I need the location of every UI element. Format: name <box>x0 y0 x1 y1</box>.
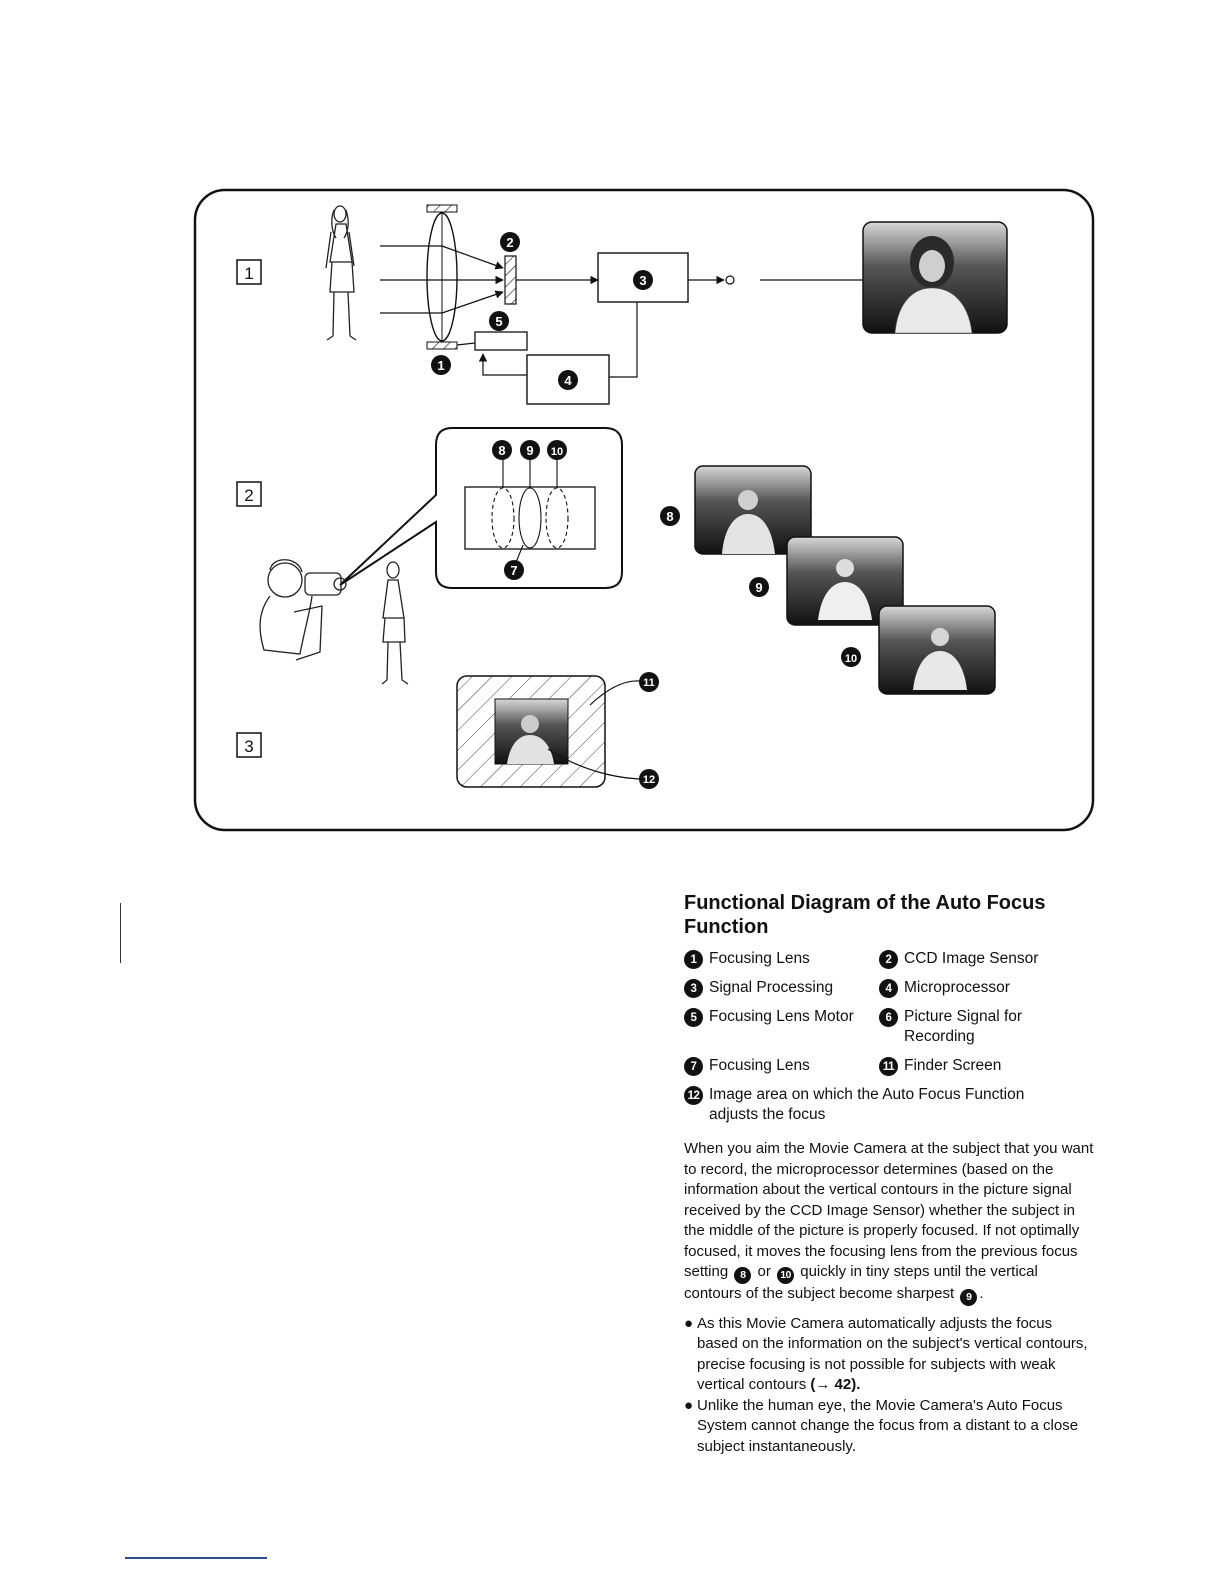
svg-text:10: 10 <box>551 446 563 458</box>
focusing-lens-1 <box>426 212 458 342</box>
legend-item-6: 6 Picture Signal for Recording <box>879 1007 1094 1047</box>
svg-text:1: 1 <box>437 358 444 373</box>
legend-label: Image area on which the Auto Focus Funct… <box>709 1086 1025 1123</box>
number-badge: 10 <box>777 1266 795 1284</box>
svg-text:2: 2 <box>506 235 513 250</box>
callout-12: 12 <box>639 769 659 789</box>
svg-text:5: 5 <box>495 314 502 329</box>
legend-label: CCD Image Sensor <box>904 950 1039 967</box>
svg-text:9: 9 <box>755 580 762 595</box>
legend-label: Focusing Lens Motor <box>709 1008 854 1025</box>
footer-rule <box>125 1557 267 1559</box>
number-badge: 4 <box>879 979 898 998</box>
paragraph-text: quickly in tiny steps until the vertical… <box>684 1263 1038 1302</box>
page-reference: (→ 42). <box>810 1376 861 1393</box>
number-badge: 2 <box>879 950 898 969</box>
legend-item-1: 1 Focusing Lens <box>684 949 879 969</box>
callout-8: 8 <box>660 506 680 526</box>
callout-7: 7 <box>504 560 524 580</box>
description-panel: Functional Diagram of the Auto Focus Fun… <box>684 891 1094 1457</box>
legend-item-4: 4 Microprocessor <box>879 978 1094 998</box>
number-badge: 7 <box>684 1057 703 1076</box>
number-badge: 1 <box>684 950 703 969</box>
focus-photo-10 <box>878 605 996 695</box>
legend-item-2: 2 CCD Image Sensor <box>879 949 1094 969</box>
callout-8-top: 8 <box>492 440 512 460</box>
bullet-text: Unlike the human eye, the Movie Camera's… <box>697 1396 1079 1455</box>
callout-9-top: 9 <box>520 440 540 460</box>
legend-label: Signal Processing <box>709 979 834 996</box>
svg-text:7: 7 <box>510 563 517 578</box>
camera-operator-figure <box>259 559 347 661</box>
svg-text:8: 8 <box>498 443 505 458</box>
legend-label: Microprocessor <box>904 979 1010 996</box>
bullet-item: ●Unlike the human eye, the Movie Camera'… <box>684 1396 1079 1455</box>
finder-screen <box>456 675 606 788</box>
callout-10: 10 <box>841 647 861 667</box>
callout-10-top: 10 <box>547 440 567 460</box>
svg-text:1: 1 <box>244 264 253 283</box>
callout-3: 3 <box>633 270 653 290</box>
legend-label: Picture Signal for Recording <box>904 1008 1023 1045</box>
legend-item-12: 12 Image area on which the Auto Focus Fun… <box>684 1085 1094 1125</box>
legend-item-7: 7 Focusing Lens <box>684 1056 879 1076</box>
lens-mount-top <box>426 204 458 213</box>
section-title: Functional Diagram of the Auto Focus Fun… <box>684 892 1046 938</box>
callout-11: 11 <box>639 672 659 692</box>
svg-text:10: 10 <box>845 653 857 665</box>
legend-item-3: 3 Signal Processing <box>684 978 879 998</box>
number-badge: 12 <box>684 1086 703 1105</box>
callout-4: 4 <box>558 370 578 390</box>
focus-photo-8 <box>694 465 812 555</box>
svg-text:4: 4 <box>564 373 572 388</box>
bullet-item: ●As this Movie Camera automatically adju… <box>684 1314 1088 1394</box>
lens-mount-bottom <box>426 341 458 350</box>
legend-label: Focusing Lens <box>709 1057 810 1074</box>
number-badge: 3 <box>684 979 703 998</box>
bullet-text: As this Movie Camera automatically adjus… <box>697 1314 1088 1394</box>
subject-woman-figure-2 <box>381 561 409 685</box>
section-label-1: 1 <box>236 259 262 285</box>
number-badge: 9 <box>960 1288 978 1306</box>
callout-1: 1 <box>431 355 451 375</box>
legend-label: Finder Screen <box>904 1057 1002 1074</box>
focus-photo-9 <box>786 536 904 626</box>
paragraph-text: . <box>979 1284 984 1302</box>
number-badge: 8 <box>734 1266 752 1284</box>
number-badge: 5 <box>684 1008 703 1027</box>
svg-text:8: 8 <box>666 509 673 524</box>
paragraph-text: When you aim the Movie Camera at the sub… <box>684 1140 1094 1280</box>
svg-text:3: 3 <box>244 737 253 756</box>
diagram-frame <box>193 188 1095 832</box>
focusing-lens-motor-box <box>474 331 528 351</box>
svg-text:9: 9 <box>526 443 533 458</box>
svg-text:12: 12 <box>643 774 655 786</box>
svg-text:3: 3 <box>639 273 646 288</box>
svg-text:11: 11 <box>643 677 655 689</box>
section-label-3: 3 <box>236 732 262 758</box>
explanation-paragraph: When you aim the Movie Camera at the sub… <box>684 1139 1094 1306</box>
legend-item-11: 11 Finder Screen <box>879 1056 1094 1076</box>
callout-5: 5 <box>489 311 509 331</box>
light-rays <box>380 245 504 314</box>
number-badge: 11 <box>879 1057 898 1076</box>
margin-mark <box>120 903 121 963</box>
callout-2: 2 <box>500 232 520 252</box>
legend-label: Focusing Lens <box>709 950 810 967</box>
svg-text:2: 2 <box>244 486 253 505</box>
number-badge: 6 <box>879 1008 898 1027</box>
callout-9: 9 <box>749 577 769 597</box>
legend-item-5: 5 Focusing Lens Motor <box>684 1007 879 1047</box>
auto-focus-diagram: 1 2 3 <box>193 188 1095 832</box>
ccd-image-sensor <box>504 255 517 305</box>
section-label-2: 2 <box>236 481 262 507</box>
paragraph-text: or <box>757 1263 771 1280</box>
subject-woman-figure <box>325 205 357 341</box>
